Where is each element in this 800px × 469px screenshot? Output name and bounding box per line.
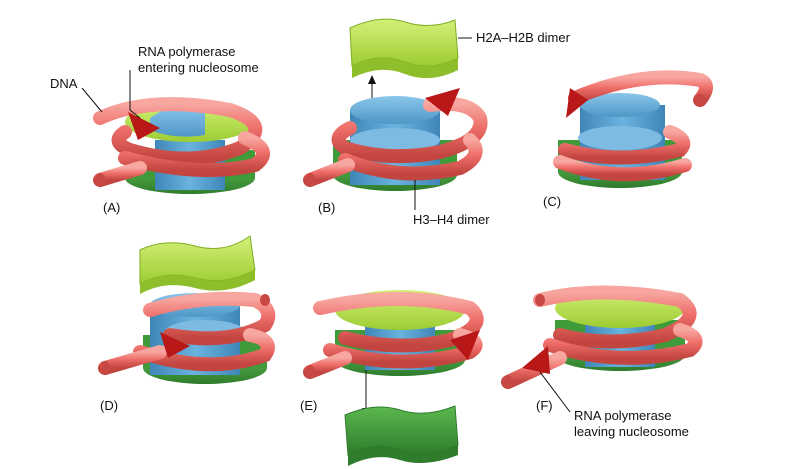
rna-polymerase-icon [128,112,160,140]
dna-leader-line [81,87,103,113]
rna-polymerase-entering-label-line1: RNA polymerase [138,44,236,59]
panel-label-c: (C) [543,194,561,209]
panel-d-nucleosome [98,235,276,384]
h3-h4-dimer-label: H3–H4 dimer [413,212,490,227]
panel-f-nucleosome [501,285,703,389]
rna-polymerase-leaving-label-line2: leaving nucleosome [574,424,689,439]
panel-label-a: (A) [103,200,120,215]
panel-label-d: (D) [100,398,118,413]
panel-b-nucleosome [303,18,488,191]
rna-pol-enter-leader-line [129,70,141,119]
rna-polymerase-icon [522,346,550,374]
rna-pol-leave-leader-line [539,371,571,413]
rna-polymerase-icon [160,332,190,358]
rna-polymerase-icon [425,88,460,116]
panel-label-b: (B) [318,200,335,215]
rna-polymerase-icon [450,330,480,360]
panel-label-e: (E) [300,398,317,413]
dna-label: DNA [50,76,78,91]
rna-polymerase-leaving-label-line1: RNA polymerase [574,408,672,423]
panel-a-nucleosome [93,97,270,194]
panel-c-nucleosome [553,70,713,188]
h2a-h2b-dimer-label: H2A–H2B dimer [476,30,571,45]
rna-polymerase-entering-label-line2: entering nucleosome [138,60,259,75]
panel-label-f: (F) [536,398,553,413]
panel-e-nucleosome [303,290,484,466]
rna-polymerase-icon [566,88,588,118]
